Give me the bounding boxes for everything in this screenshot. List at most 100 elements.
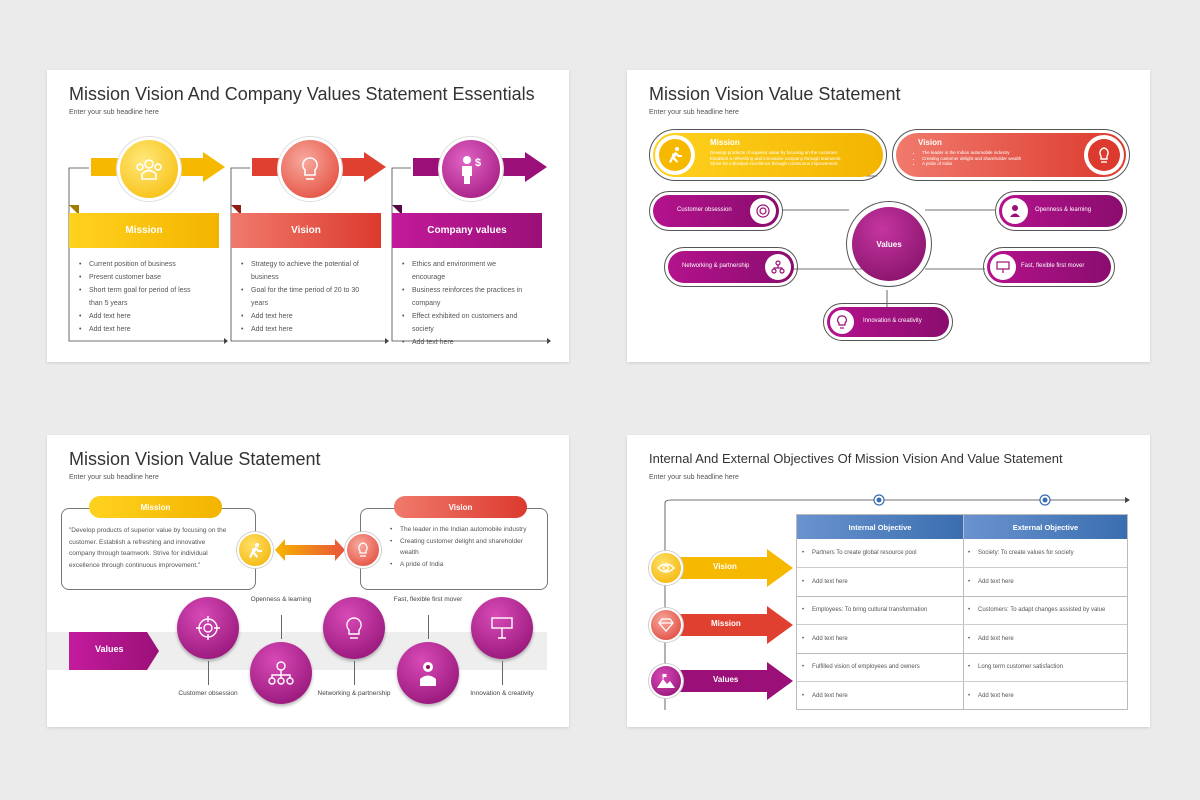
table-cell: Fulfilled vision of employees and owners xyxy=(802,661,920,674)
value-pill-openness: Openness & learning xyxy=(999,195,1123,227)
cell-text: Add text here xyxy=(968,576,1014,589)
row-divider xyxy=(797,567,1127,568)
table-cell: Society: To create values for society xyxy=(968,547,1074,560)
row-divider xyxy=(797,624,1127,625)
mission-icon-badge xyxy=(655,135,695,175)
target-icon xyxy=(196,616,220,640)
table-body: Partners To create global resource pool … xyxy=(797,539,1127,709)
row-label: Vision xyxy=(713,562,737,571)
table-cell: Add text here xyxy=(968,576,1014,589)
cell-text: Society: To create values for society xyxy=(968,547,1074,560)
mission-pill-label: Mission xyxy=(710,138,740,147)
mission-pill-outline xyxy=(649,129,887,181)
mission-line: Establish a refreshing and innovative co… xyxy=(710,155,842,161)
slide-mission-vision-values-essentials: Mission Vision And Company Values Statem… xyxy=(47,70,569,362)
list-item: Creating customer delight and shareholde… xyxy=(922,156,1072,162)
cell-text: Add text here xyxy=(802,576,848,589)
lightbulb-icon xyxy=(298,155,322,183)
slide-mission-vision-value-statement-hub: Mission Vision Value Statement Enter you… xyxy=(627,70,1150,362)
list-item: The leader in the Indian automobile indu… xyxy=(390,524,540,536)
slide-mission-vision-value-statement-flow: Mission Vision Value Statement Enter you… xyxy=(47,435,569,727)
vision-pill-outline xyxy=(892,129,1130,181)
list-item: A pride of India xyxy=(390,559,540,571)
table-cell: Customers: To adapt changes assisted by … xyxy=(968,604,1105,617)
table-cell: Add text here xyxy=(968,633,1014,646)
businessman-dollar-icon: $ xyxy=(457,154,485,184)
table-header-external: External Objective xyxy=(963,515,1127,539)
table-cell: Add text here xyxy=(802,690,848,703)
value-label: Networking & partnership xyxy=(317,690,391,697)
vision-fold xyxy=(231,205,241,215)
list-item: A pride of India xyxy=(922,161,1072,167)
list-item: Short term goal for period of less than … xyxy=(79,284,199,310)
value-label: Innovation & creativity xyxy=(470,690,534,697)
slide-internal-external-objectives: Internal And External Objectives Of Miss… xyxy=(627,435,1150,727)
row-divider xyxy=(797,653,1127,654)
value-label: Customer obsession xyxy=(178,690,238,697)
list-item: Add text here xyxy=(241,323,361,336)
table-cell: Partners To create global resource pool xyxy=(802,547,917,560)
table-header-internal: Internal Objective xyxy=(797,515,963,539)
network-icon xyxy=(268,661,294,685)
slide-title: Mission Vision Value Statement xyxy=(69,449,321,469)
values-arrow-label: Values xyxy=(95,644,124,654)
vision-tab-label: Vision xyxy=(448,502,473,512)
lightbulb-icon xyxy=(830,310,854,334)
slide-subtitle: Enter your sub headline here xyxy=(649,109,739,116)
vision-pill: Vision The leader in the Indian automobi… xyxy=(896,133,1126,177)
cell-text: Customers: To adapt changes assisted by … xyxy=(968,604,1105,617)
list-item: Creating customer delight and shareholde… xyxy=(390,536,540,559)
values-hub: Values xyxy=(852,207,926,281)
table-cell: Add text here xyxy=(968,690,1014,703)
slide-title: Internal And External Objectives Of Miss… xyxy=(649,451,1063,466)
company-values-bullets: Ethics and environment we encourage Busi… xyxy=(402,258,527,349)
value-circle-innovation xyxy=(471,597,533,659)
value-pill-outline xyxy=(664,247,798,287)
presentation-icon xyxy=(490,616,514,640)
values-hub-label: Values xyxy=(876,239,902,249)
mission-tab-label: Mission xyxy=(140,502,171,512)
value-label: Fast, flexible first mover xyxy=(393,596,463,603)
row-label: Values xyxy=(713,675,739,684)
value-label: Networking & partnership xyxy=(682,263,750,269)
connector xyxy=(208,661,209,685)
table-cell: Employees: To bring cultural transformat… xyxy=(802,604,927,617)
mission-tab: Mission xyxy=(89,496,222,518)
company-values-icon-circle: $ xyxy=(439,137,503,201)
header-label: Internal Objective xyxy=(848,522,912,532)
mission-fold xyxy=(69,205,79,215)
value-label: Openness & learning xyxy=(250,596,312,603)
team-icon xyxy=(134,157,164,181)
connector xyxy=(281,615,282,639)
values-hub-outline xyxy=(846,201,932,287)
list-item: Goal for the time period of 20 to 30 yea… xyxy=(241,284,361,310)
vision-tab: Vision xyxy=(394,496,527,518)
mission-bullets: Current position of business Present cus… xyxy=(79,258,199,336)
mission-line: Develop products of superior value by fo… xyxy=(710,150,839,155)
cell-text: Add text here xyxy=(802,690,848,703)
row-divider xyxy=(797,596,1127,597)
mountain-flag-icon xyxy=(649,664,683,698)
cell-text: Add text here xyxy=(802,633,848,646)
value-pill-networking: Networking & partnership xyxy=(668,251,794,283)
cell-text: Fulfilled vision of employees and owners xyxy=(802,661,920,674)
cell-text: Add text here xyxy=(968,633,1014,646)
value-pill-innovation: Innovation & creativity xyxy=(827,307,949,337)
connector xyxy=(354,661,355,685)
vision-label-bar: Vision xyxy=(231,213,381,248)
mission-pill: Mission Develop products of superior val… xyxy=(653,133,883,177)
vision-label: Vision xyxy=(291,225,321,236)
cell-text: Partners To create global resource pool xyxy=(802,547,917,560)
list-item: Present customer base xyxy=(79,271,199,284)
cell-text: Add text here xyxy=(968,690,1014,703)
value-circle-customer-obsession xyxy=(177,597,239,659)
slide-subtitle: Enter your sub headline here xyxy=(69,109,159,116)
mission-line: Strive for individual excellence through… xyxy=(710,161,839,166)
value-pill-outline xyxy=(649,191,783,231)
cell-text: Long term customer satisfaction xyxy=(968,661,1063,674)
company-values-fold xyxy=(392,205,402,215)
objectives-table: Internal Objective External Objective Pa… xyxy=(796,514,1128,710)
slide-subtitle: Enter your sub headline here xyxy=(649,474,739,481)
row-label: Mission xyxy=(711,619,741,628)
vision-icon-circle xyxy=(278,137,342,201)
